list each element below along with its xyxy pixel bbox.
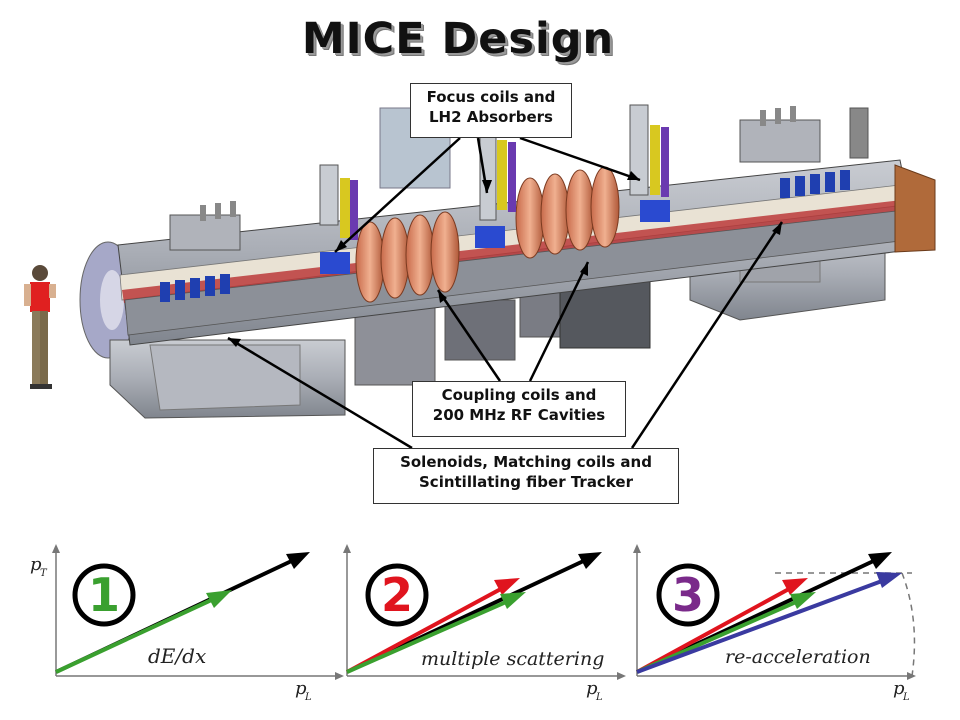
y-axis-label-1: p [30,554,42,575]
focus-coils-label: Focus coils and LH2 Absorbers [410,83,572,138]
momentum-panel-1 [52,544,344,680]
solenoid-label-line-2: Scintillating fiber Tracker [419,473,633,491]
solenoid-label-line-1: Solenoids, Matching coils and [400,453,652,471]
x-axis-sub-3: L [902,692,910,703]
rf-cavities [355,166,620,303]
person-figure [24,265,56,389]
y-axis-sub-1: T [40,568,48,579]
x-axis-sub-1: L [304,692,312,703]
slide-title: MICE Design [301,14,615,64]
focus-label-line-1: Focus coils and [426,88,556,106]
coupling-label-line-2: 200 MHz RF Cavities [432,406,606,424]
x-axis-label-1: p [295,678,307,699]
momentum-panel-2 [343,544,626,680]
x-axis-sub-2: L [595,692,603,703]
circle-number-1: 1 [88,568,120,622]
pointer-arrows [227,136,784,450]
end-flange-right [894,164,936,253]
x-axis-label-3: p [893,678,905,699]
circle-number-2: 2 [381,568,413,622]
solenoid-coils [160,170,850,302]
effect-label-2: multiple scattering [421,648,604,670]
solenoid-label: Solenoids, Matching coils and Scintillat… [373,448,679,504]
energy-loss-arrow [55,594,221,674]
pointer-arrowheads [228,171,782,347]
coupling-coils-label: Coupling coils and 200 MHz RF Cavities [412,381,626,437]
coupling-label-line-1: Coupling coils and [441,386,597,404]
focus-label-line-2: LH2 Absorbers [429,108,553,126]
circle-number-3: 3 [672,568,704,622]
circle-1 [72,563,136,627]
x-axis-label-2: p [586,678,598,699]
cryostat-body [117,159,913,346]
momentum-panel-3 [633,544,916,680]
effect-label-3: re-acceleration [725,646,871,668]
effect-label-1: dE/dx [148,644,206,668]
